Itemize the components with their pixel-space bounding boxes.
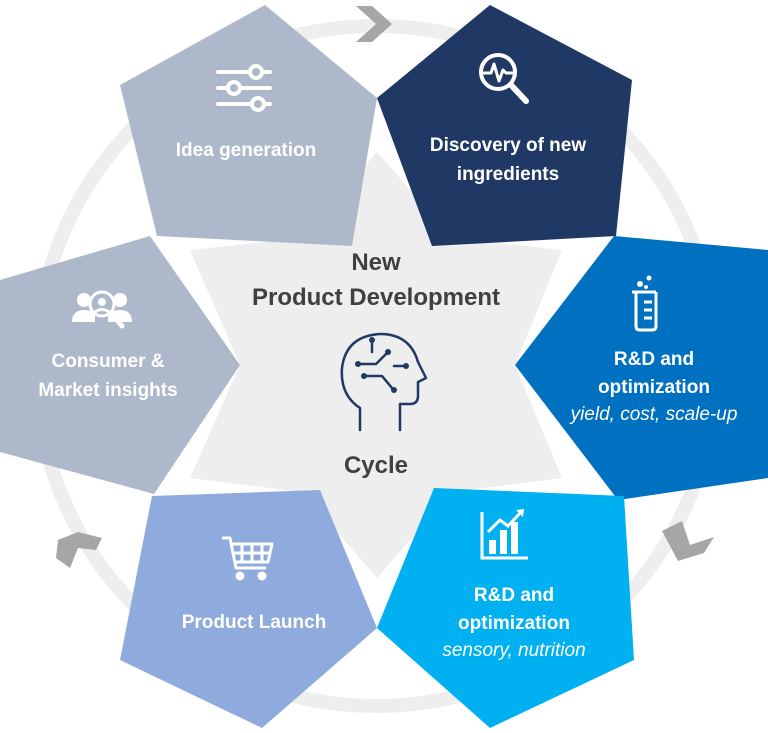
stage-rd-yield-subtitle: yield, cost, scale-up — [569, 404, 738, 425]
stage-product-launch-shape[interactable] — [120, 490, 377, 728]
sliders-icon — [216, 64, 272, 112]
stage-rd-yield-label-line-1: R&D and — [614, 349, 694, 370]
stage-rd-sensory-label-line-2: optimization — [458, 613, 570, 634]
stage-discovery-label-line-1: Discovery of new — [430, 135, 586, 156]
stage-rd-yield-label-line-2: optimization — [598, 377, 710, 398]
chevron-arrow-top — [356, 6, 392, 42]
stage-launch-label: Product Launch — [182, 612, 327, 633]
stage-rd-sensory-subtitle: sensory, nutrition — [442, 640, 585, 661]
people-search-icon — [72, 290, 132, 329]
stage-discovery-shape[interactable] — [377, 5, 632, 246]
center-title-line-2: Product Development — [252, 284, 500, 311]
center-title-line-1: New — [351, 249, 401, 276]
stage-idea-label: Idea generation — [176, 140, 316, 161]
center-title-line-3: Cycle — [344, 452, 408, 479]
stage-rd-sensory-label-line-1: R&D and — [474, 585, 554, 606]
chevron-arrow-right — [662, 521, 714, 561]
stage-consumer-label-line-2: Market insights — [38, 380, 177, 401]
beaker-icon — [632, 275, 658, 332]
stage-consumer-label-line-1: Consumer & — [52, 351, 165, 372]
magnifier-pulse-icon — [479, 53, 529, 104]
shopping-cart-icon — [222, 536, 274, 581]
brain-head-icon — [340, 332, 428, 432]
growth-chart-icon — [480, 509, 528, 560]
stage-rd-sensory-shape[interactable] — [377, 488, 634, 728]
stage-discovery-label-line-2: ingredients — [457, 164, 559, 185]
chevron-arrow-left — [56, 532, 102, 568]
stage-consumer-shape[interactable] — [0, 236, 240, 494]
stage-idea-generation-shape[interactable] — [120, 5, 377, 246]
stage-rd-yield-shape[interactable] — [515, 236, 768, 500]
